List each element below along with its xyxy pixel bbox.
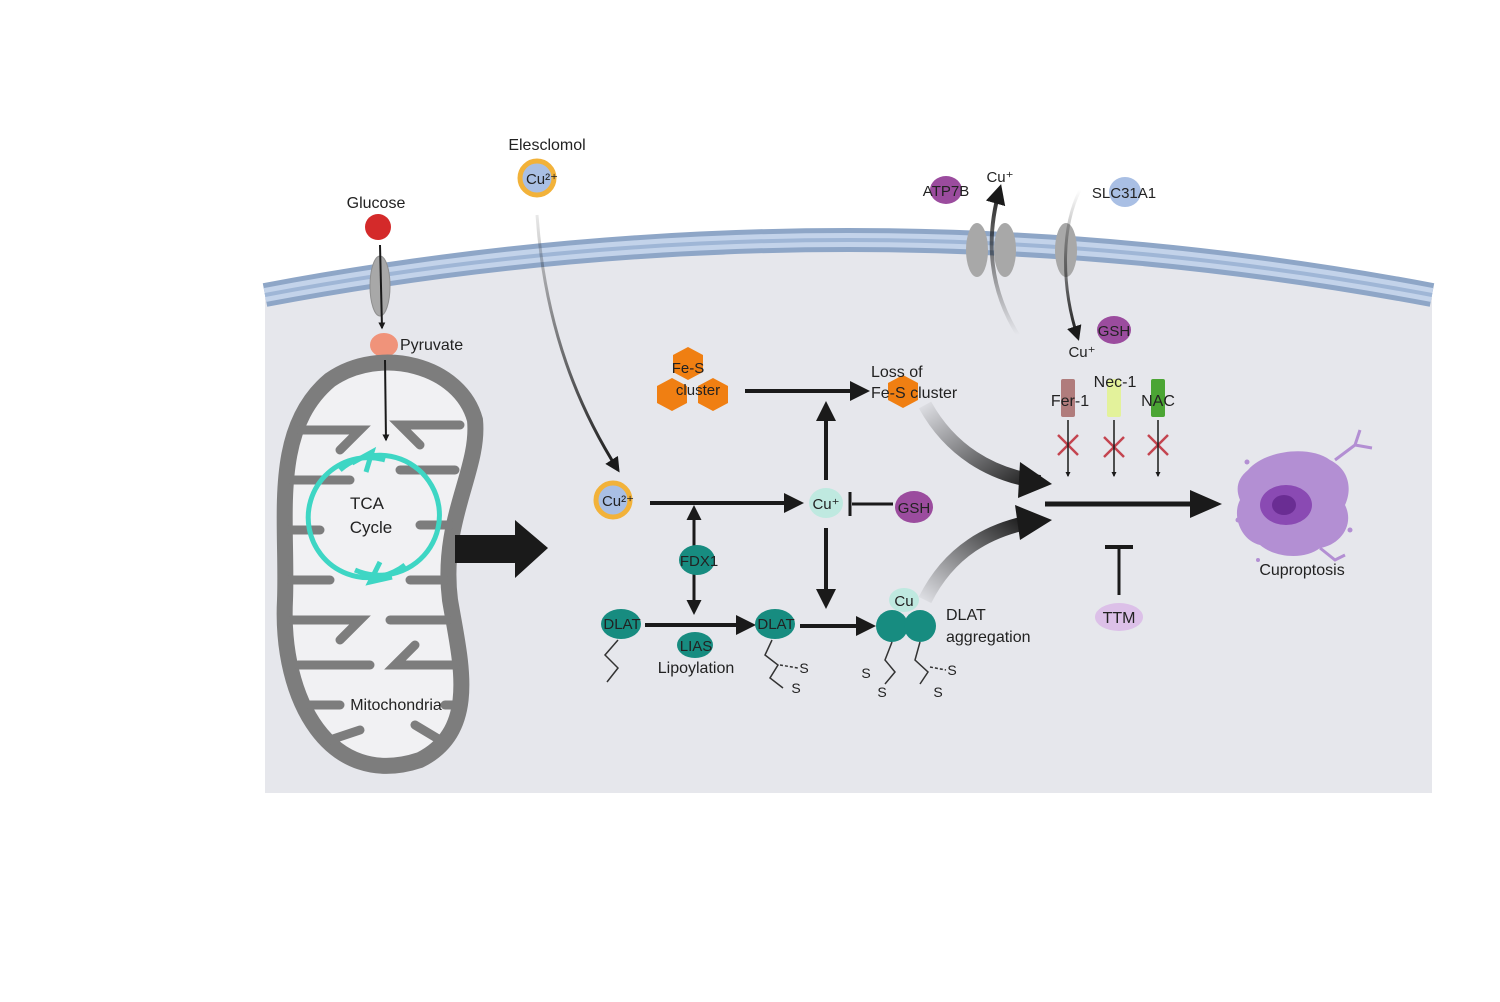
atp7b-label: ATP7B (923, 183, 969, 200)
cu-dlat (889, 588, 919, 612)
lipoylation-label: Lipoylation (658, 660, 735, 677)
fdx1-protein (679, 545, 715, 575)
nac-label: NAC (1141, 393, 1175, 410)
slc31a1-label: SLC31A1 (1092, 185, 1156, 202)
big-arrow (455, 520, 548, 578)
fdx1-label: FDX1 (680, 553, 718, 570)
cytoplasm (265, 240, 1432, 793)
atp7b-channel-1 (966, 223, 988, 277)
lias-label: LIAS (680, 638, 713, 655)
glucose-label: Glucose (347, 195, 406, 212)
dlat-protein-1 (601, 609, 641, 639)
fes-cluster-icon (657, 347, 728, 411)
cu2-outer-label: Cu²⁺ (526, 171, 558, 188)
cu-plus-import-label: Cu⁺ (1068, 344, 1095, 361)
sulfur-label-5: S (947, 662, 956, 678)
loss-label-2: Fe-S cluster (871, 385, 958, 402)
tca-cycle-icon (305, 446, 442, 586)
atp7b-protein (930, 176, 962, 204)
dlat-protein-2 (755, 609, 795, 639)
glucose-dot (365, 214, 391, 240)
sulfur-label-3: S (861, 665, 870, 681)
gsh-top (1097, 316, 1131, 344)
copper-complex-inner-icon (593, 480, 633, 520)
dlat-agg-2 (904, 610, 936, 642)
fes-label-1: Fe-S (672, 360, 705, 377)
sweep-arrowhead-2 (1015, 505, 1052, 540)
tca-label-1: TCA (350, 494, 385, 513)
slc31a1-protein (1109, 177, 1141, 207)
fer1-bar (1061, 379, 1075, 417)
lias-protein (677, 632, 713, 658)
gsh-center (895, 491, 933, 523)
cu-dlat-label: Cu (894, 593, 913, 610)
sulfur-label-1: S (799, 660, 808, 676)
copper-complex-icon (517, 158, 557, 198)
gsh-top-label: GSH (1098, 323, 1131, 340)
mitochondria-label: Mitochondria (350, 697, 442, 714)
pyruvate-dot (370, 333, 398, 357)
ttm-label: TTM (1103, 610, 1136, 627)
atp7b-channel-2 (994, 223, 1016, 277)
nec1-label: Nec-1 (1094, 374, 1137, 391)
main-arrowhead (1190, 490, 1222, 518)
cu2-inner-label: Cu²⁺ (602, 493, 634, 510)
dlat-label-1: DLAT (603, 616, 640, 633)
tca-label-2: Cycle (350, 518, 393, 537)
ttm-protein (1095, 603, 1143, 631)
gsh-center-label: GSH (898, 500, 931, 517)
elesclomol-label: Elesclomol (508, 137, 585, 154)
dlat-agg-label-1: DLAT (946, 607, 986, 624)
sweep-arrowhead-1 (1018, 462, 1052, 498)
dlat-agg-label-2: aggregation (946, 629, 1031, 646)
nac-bar (1151, 379, 1165, 417)
dlat-label-2: DLAT (757, 616, 794, 633)
sulfur-label-2: S (791, 680, 800, 696)
sulfur-label-6: S (933, 684, 942, 700)
fer1-label: Fer-1 (1051, 393, 1089, 410)
dlat-agg-1 (876, 610, 908, 642)
pyruvate-label: Pyruvate (400, 337, 463, 354)
nec1-bar (1107, 379, 1121, 417)
dead-cell-icon (1235, 429, 1373, 562)
loss-label-1: Loss of (871, 364, 923, 381)
fes-label-2: cluster (676, 382, 720, 399)
cu-plus-export-label: Cu⁺ (986, 169, 1013, 186)
sulfur-label-4: S (877, 684, 886, 700)
cu-plus-center (809, 488, 843, 518)
cu-plus-center-label: Cu⁺ (812, 496, 839, 513)
cuproptosis-label: Cuproptosis (1259, 562, 1344, 579)
fes-single-icon (888, 375, 918, 408)
